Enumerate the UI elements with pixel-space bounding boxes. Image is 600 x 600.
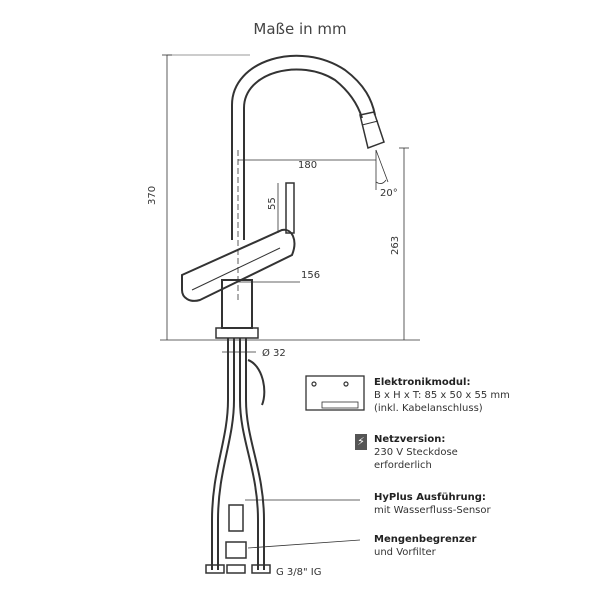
hose-right (239, 338, 259, 570)
lightning-icon: ⚡ (355, 434, 367, 450)
height-label: 370 (147, 186, 158, 205)
power-line2: erforderlich (374, 460, 432, 471)
spout-inner (243, 68, 363, 240)
spout-head (359, 111, 385, 149)
module-info: Elektronikmodul: B x H x T: 85 x 50 x 55… (374, 376, 510, 415)
power-line1: 230 V Steckdose (374, 447, 458, 458)
electronic-module (305, 375, 365, 411)
module-title: Elektronikmodul: (374, 377, 471, 388)
limiter-info: Mengenbegrenzer und Vorfilter (374, 533, 476, 559)
module-size: B x H x T: 85 x 50 x 55 mm (374, 390, 510, 401)
lever-height-label: 55 (267, 197, 278, 210)
spout-height-label: 263 (390, 236, 401, 255)
power-info: Netzversion: 230 V Steckdose erforderlic… (374, 433, 458, 472)
limiter-title: Mengenbegrenzer (374, 534, 477, 545)
lever-handle (285, 182, 295, 234)
hyplus-sub: mit Wasserfluss-Sensor (374, 505, 491, 516)
module-note: (inkl. Kabelanschluss) (374, 403, 483, 414)
cable (247, 359, 266, 406)
body-block (181, 228, 296, 302)
reach-label: 180 (298, 160, 317, 171)
diameter-label: Ø 32 (262, 347, 286, 359)
base-plate (215, 327, 259, 339)
spout-outer (231, 54, 376, 240)
hose-left (211, 338, 229, 570)
flow-limiter (225, 541, 247, 559)
lever-reach-label: 156 (301, 270, 320, 281)
hyplus-title: HyPlus Ausführung: (374, 492, 486, 503)
hyplus-info: HyPlus Ausführung: mit Wasserfluss-Senso… (374, 491, 491, 517)
limiter-sub: und Vorfilter (374, 547, 436, 558)
power-title: Netzversion: (374, 434, 446, 445)
page-title: Maße in mm (253, 20, 347, 38)
flow-sensor (228, 504, 244, 532)
angle-label: 20° (380, 188, 398, 199)
connection-label: G 3/8" IG (276, 567, 322, 578)
